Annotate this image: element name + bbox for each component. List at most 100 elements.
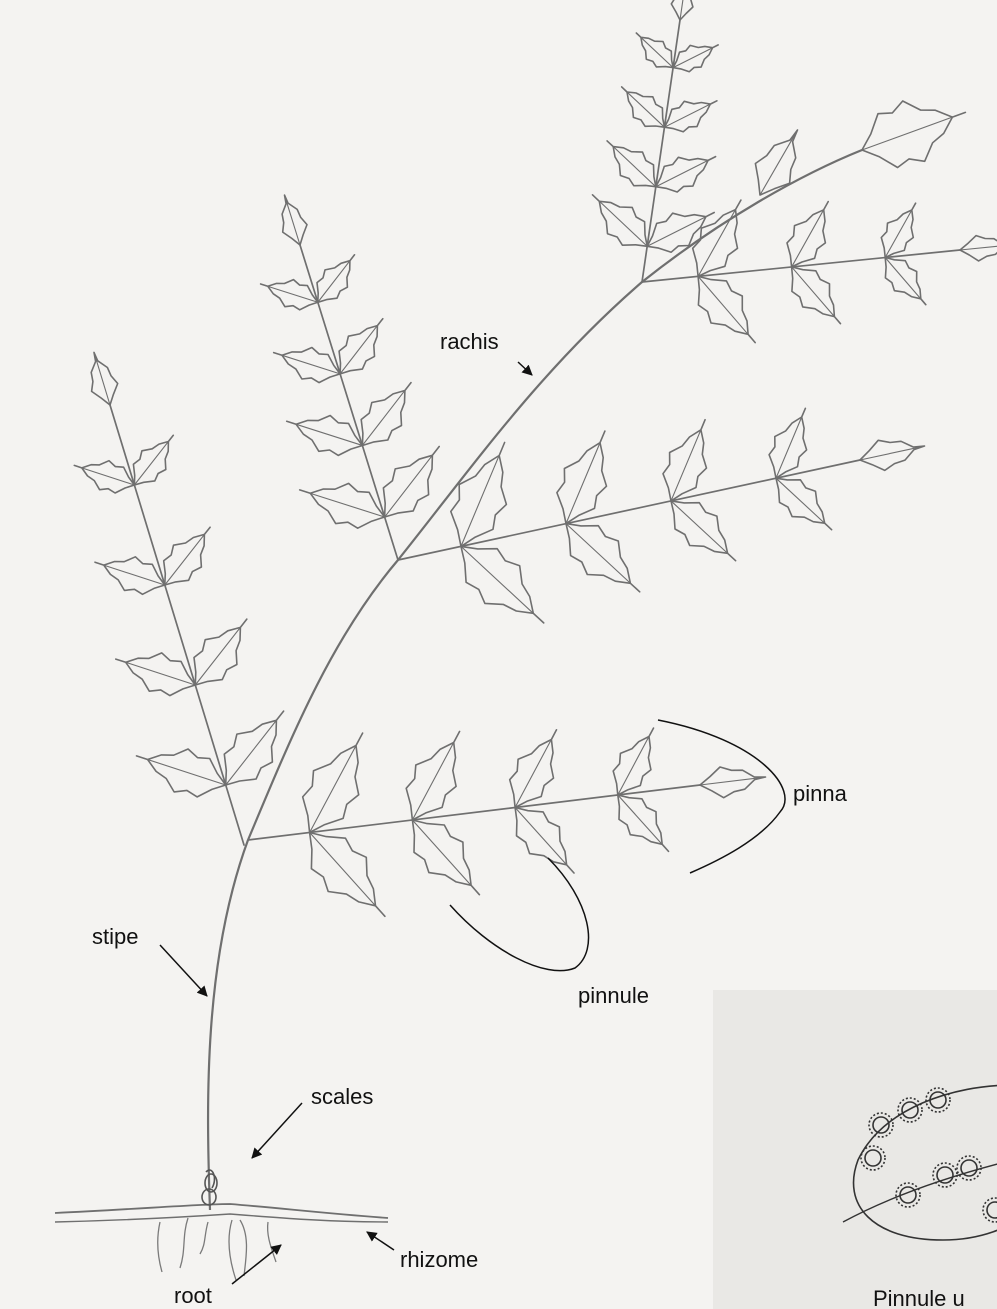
pinnule-outline [613,728,653,795]
pinnule-midrib [412,820,474,889]
pinnule-leaflet [95,557,165,595]
pinna-axis [248,785,700,840]
pinnule-midrib [310,741,359,832]
pinnule-leaflet [698,276,755,342]
pinnule-leaflet [137,749,226,797]
rhizome-arrow [367,1232,394,1250]
pinnule-leaflet [317,255,355,302]
pinnule-midrib [664,103,712,127]
sorus-core [987,1202,997,1218]
scales-arrow [252,1103,302,1158]
pinnule-outline [755,130,797,195]
pinnule-outline [274,348,340,383]
roots [158,1218,276,1280]
pinnule-midrib [611,145,656,187]
pinnule-midrib [776,414,803,478]
pinnule-outline [116,653,196,696]
pinnule-midrib [461,451,501,547]
rhizome-label: rhizome [400,1249,478,1271]
pinnule-outline [91,352,118,405]
sorus-core [937,1167,953,1183]
pinnule-leaflet [406,731,459,820]
pinnule-leaflet [287,416,363,456]
pinnule-leaflet [194,619,247,685]
root-label: root [174,1285,212,1307]
pinnule-leaflet [164,527,210,585]
pinnule-outline [656,157,716,192]
pinnule-leaflet [647,213,714,253]
pinnule-midrib [885,208,913,258]
pinnule-midrib [461,546,537,616]
pinnule-leaflet [412,820,479,895]
pinnule-leaflet [885,258,926,305]
pinnule-leaflet [769,408,807,478]
stipe-arrow [160,945,207,996]
pinnule-leaflet [261,280,318,310]
pinnule-leaflet [300,483,385,528]
pinnule-leaflet [960,236,997,261]
rachis-line [248,150,862,840]
pinnule-outline [664,101,716,132]
pinnule-leaflet [510,730,557,808]
stipe-line [208,840,248,1210]
pinnule-midrib [597,199,647,246]
pinnule-outline [862,101,965,168]
pinnule-leaflet [671,501,736,561]
rhizome-line-lower [55,1214,388,1222]
pinnule-leaflet [618,795,669,851]
rachis-arrow [518,362,532,375]
pinnule-underside-inset: Pinnule u [713,990,997,1309]
pinnule-leaflet [673,45,718,72]
pinnule-leaflet [613,728,653,795]
pinnule-leaflet [700,767,766,798]
pinnule-leaflet [776,478,832,530]
pinnule-outline [673,45,718,72]
pinnule-outline [282,195,307,245]
pinnule-leaflet [133,435,173,485]
pinnule-leaflet [671,0,693,20]
pinna-label: pinna [793,783,847,805]
fern-leaflets [74,0,997,916]
pinnule-outline [700,767,766,798]
pinnule-leaflet [664,101,716,132]
sori-group [861,1088,997,1222]
pinnule-outline [261,280,318,310]
pinnule-midrib [412,739,455,821]
pinnule-midrib [618,733,651,795]
pinnule-midrib [671,501,731,556]
pinnule-leaflet [656,157,716,192]
pinnule-leaflet [607,141,656,187]
pinnule-bracket [450,858,589,971]
sorus-core [902,1102,918,1118]
pinnule-leaflet [361,383,411,446]
stipe-label: stipe [92,926,138,948]
pinnule-outline [510,730,557,808]
pinnule-midrib [515,808,569,868]
pinnule-leaflet [755,130,797,195]
pinnule-outline [74,461,134,493]
pinna-axis [110,405,244,845]
inset-drawing [713,990,997,1309]
pinnule-outline [300,483,385,528]
pinnule-leaflet [860,440,925,470]
pinnule-outline [137,749,226,797]
pinnule-leaflet [663,420,707,501]
pinnule-midrib [671,426,702,501]
rachis-label: rachis [440,331,499,353]
sorus-core [865,1150,881,1166]
pinnule-outline [860,440,925,470]
pinnule-outline [647,213,714,253]
pinnule-leaflet [881,203,915,257]
sorus-core [930,1092,946,1108]
pinnule-leaflet [303,733,363,832]
pinnule-leaflet [461,546,544,623]
pinnule-leaflet [91,352,118,405]
root-arrow [232,1245,281,1284]
label-arrows [160,362,532,1284]
pinnule-midrib [776,478,827,525]
pinnule-leaflet [557,431,607,524]
pinnule-midrib [618,795,665,847]
pinnule-leaflet [74,461,134,493]
scales-label: scales [311,1086,373,1108]
pinnule-midrib [310,833,379,910]
